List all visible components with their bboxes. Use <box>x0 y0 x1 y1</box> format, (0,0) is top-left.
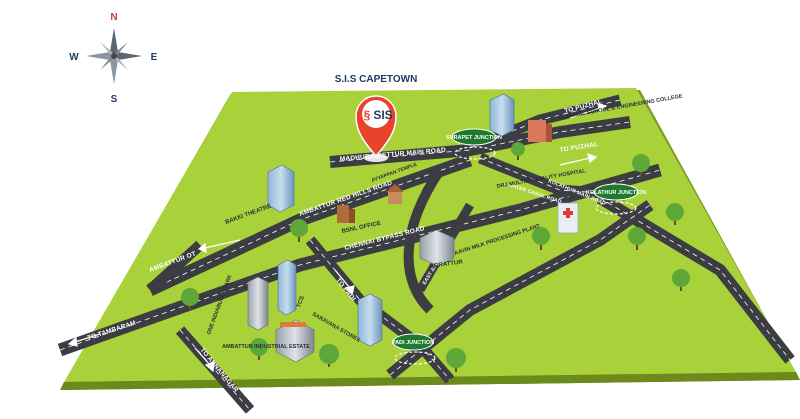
tree-icon <box>250 338 268 360</box>
saravana-building-icon <box>357 293 383 347</box>
tree-icon <box>511 142 525 160</box>
location-title: S.I.S CAPETOWN <box>335 74 418 85</box>
tree-icon <box>290 219 308 242</box>
aavin-plant-icon <box>419 229 455 267</box>
tree-icon <box>632 154 650 177</box>
school-icon <box>528 120 552 142</box>
padi-junction: PADI JUNCTION <box>392 333 436 365</box>
compass-rose-icon <box>86 28 142 84</box>
buildings <box>247 93 579 363</box>
office-tower-icon <box>489 93 515 137</box>
bsnl-office-icon <box>337 205 355 223</box>
surapet-junction: SURAPET JUNCTION <box>446 128 502 160</box>
trees <box>181 142 690 372</box>
kolathur-junction: KOLATHUR JUNCTION <box>586 183 646 215</box>
tree-icon <box>532 227 550 250</box>
kolathur-junction-label: KOLATHUR JUNCTION <box>586 190 646 196</box>
compass-south: S <box>111 94 118 105</box>
tree-icon <box>319 344 339 367</box>
ambattur-estate-label: AMBATTUR INDUSTRIAL ESTATE <box>222 344 310 350</box>
tree-icon <box>672 269 690 291</box>
temple-icon <box>386 184 404 204</box>
compass-east: E <box>151 52 158 63</box>
korattur-label: KORATTUR <box>429 259 463 270</box>
bakki-theatre-icon <box>267 164 295 213</box>
location-marker[interactable]: SIS § <box>355 95 397 162</box>
junctions: SURAPET JUNCTION KOLATHUR JUNCTION PADI … <box>392 128 646 365</box>
tcs-label: TCS <box>296 295 306 308</box>
tree-icon <box>181 288 199 310</box>
hospital-icon <box>557 202 579 234</box>
tree-icon <box>628 227 646 250</box>
compass-west: W <box>69 52 79 63</box>
compass-north: N <box>110 12 117 23</box>
tcs-building-icon <box>277 259 297 316</box>
sis-logo-glyph: § <box>364 108 371 122</box>
tree-icon <box>446 348 466 372</box>
tree-icon <box>666 203 684 225</box>
surapet-junction-label: SURAPET JUNCTION <box>446 135 502 141</box>
industrial-estate-icon <box>275 319 315 363</box>
road-arrows <box>67 103 608 373</box>
sis-logo-text: SIS <box>373 108 392 122</box>
indiabulls-tower-icon <box>247 276 269 331</box>
padi-junction-label: PADI JUNCTION <box>392 340 434 346</box>
